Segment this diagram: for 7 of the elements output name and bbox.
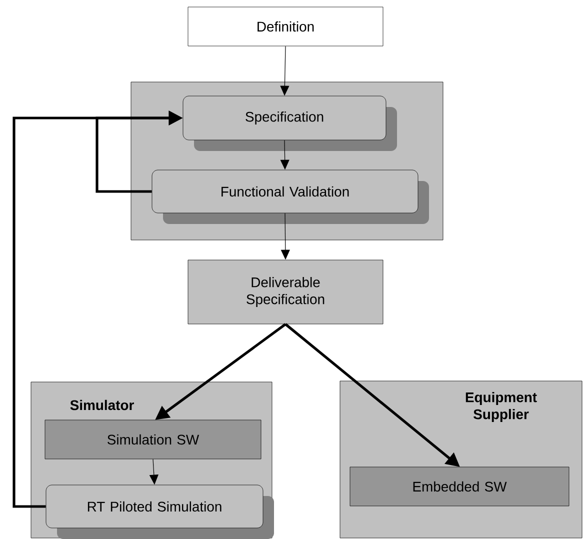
process-box: RT Piloted Simulation xyxy=(46,484,274,539)
process-box: Specification xyxy=(182,96,397,151)
process-box: Simulation SW xyxy=(44,420,262,460)
process-box: Deliverable Specification xyxy=(188,260,384,324)
process-box: Embedded SW xyxy=(350,466,570,506)
process-box: Definition xyxy=(188,6,384,46)
process-box: Functional Validation xyxy=(152,170,429,224)
